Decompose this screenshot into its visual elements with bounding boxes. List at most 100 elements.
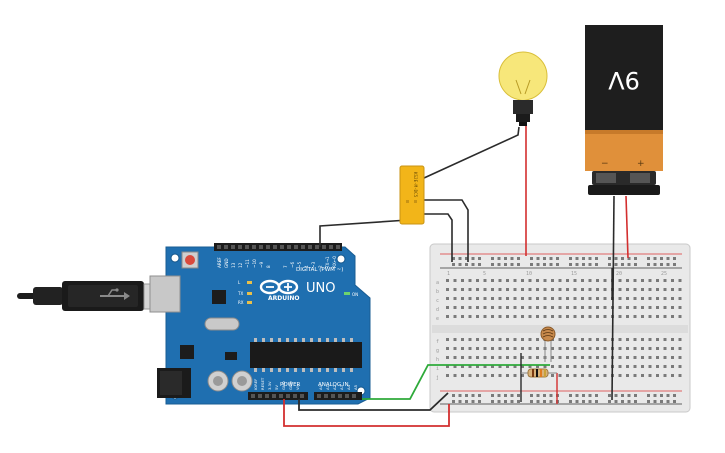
- breadboard-hole[interactable]: [453, 315, 457, 318]
- breadboard-hole[interactable]: [476, 279, 479, 282]
- breadboard-hole[interactable]: [446, 279, 449, 282]
- breadboard-hole[interactable]: [566, 374, 569, 377]
- breadboard-hole[interactable]: [556, 263, 559, 266]
- breadboard-hole[interactable]: [536, 279, 539, 282]
- breadboard-hole[interactable]: [626, 347, 629, 350]
- breadboard-hole[interactable]: [566, 279, 569, 282]
- breadboard-hole[interactable]: [453, 356, 457, 359]
- breadboard-hole[interactable]: [588, 374, 592, 377]
- breadboard-hole[interactable]: [608, 394, 611, 397]
- breadboard-hole[interactable]: [678, 374, 682, 377]
- breadboard-hole[interactable]: [476, 347, 479, 350]
- breadboard-hole[interactable]: [603, 279, 607, 282]
- breadboard-hole[interactable]: [498, 374, 502, 377]
- breadboard-hole[interactable]: [573, 356, 577, 359]
- breadboard-hole[interactable]: [663, 365, 667, 368]
- breadboard-hole[interactable]: [528, 306, 532, 309]
- breadboard-hole[interactable]: [536, 263, 540, 266]
- light-bulb[interactable]: [498, 51, 548, 126]
- breadboard-hole[interactable]: [626, 288, 629, 291]
- breadboard-hole[interactable]: [536, 315, 539, 318]
- breadboard-hole[interactable]: [558, 315, 562, 318]
- breadboard-hole[interactable]: [513, 279, 517, 282]
- breadboard-hole[interactable]: [536, 288, 539, 291]
- breadboard-hole[interactable]: [506, 374, 509, 377]
- breadboard-hole[interactable]: [468, 374, 472, 377]
- breadboard-hole[interactable]: [663, 347, 667, 350]
- breadboard-hole[interactable]: [581, 338, 584, 341]
- breadboard-hole[interactable]: [498, 279, 502, 282]
- breadboard-hole[interactable]: [461, 288, 464, 291]
- breadboard-hole[interactable]: [453, 288, 457, 291]
- breadboard-hole[interactable]: [618, 306, 622, 309]
- breadboard-hole[interactable]: [671, 365, 674, 368]
- breadboard-hole[interactable]: [446, 315, 449, 318]
- breadboard-hole[interactable]: [471, 263, 475, 266]
- breadboard-hole[interactable]: [478, 257, 481, 260]
- breadboard-hole[interactable]: [573, 288, 577, 291]
- breadboard-hole[interactable]: [510, 394, 514, 397]
- breadboard-hole[interactable]: [536, 365, 539, 368]
- breadboard-hole[interactable]: [517, 263, 520, 266]
- breadboard-hole[interactable]: [588, 347, 592, 350]
- breadboard-hole[interactable]: [517, 400, 520, 403]
- breadboard-hole[interactable]: [528, 338, 532, 341]
- breadboard-hole[interactable]: [513, 347, 517, 350]
- breadboard-hole[interactable]: [621, 400, 624, 403]
- breadboard-hole[interactable]: [588, 394, 592, 397]
- wire-5v[interactable]: [283, 399, 450, 427]
- breadboard-hole[interactable]: [513, 365, 517, 368]
- breadboard-hole[interactable]: [582, 394, 585, 397]
- breadboard-hole[interactable]: [491, 338, 494, 341]
- breadboard-hole[interactable]: [491, 306, 494, 309]
- breadboard-hole[interactable]: [543, 263, 546, 266]
- breadboard-hole[interactable]: [671, 315, 674, 318]
- breadboard-hole[interactable]: [530, 263, 533, 266]
- breadboard-hole[interactable]: [596, 374, 599, 377]
- breadboard-hole[interactable]: [549, 400, 553, 403]
- breadboard-hole[interactable]: [461, 365, 464, 368]
- breadboard-hole[interactable]: [483, 347, 487, 350]
- breadboard-hole[interactable]: [528, 365, 532, 368]
- breadboard-hole[interactable]: [504, 400, 507, 403]
- breadboard-hole[interactable]: [671, 288, 674, 291]
- breadboard-hole[interactable]: [671, 279, 674, 282]
- breadboard-hole[interactable]: [513, 288, 517, 291]
- breadboard-hole[interactable]: [471, 394, 475, 397]
- breadboard-hole[interactable]: [648, 374, 652, 377]
- breadboard-hole[interactable]: [468, 279, 472, 282]
- breadboard-hole[interactable]: [634, 257, 637, 260]
- breadboard-hole[interactable]: [453, 338, 457, 341]
- breadboard-hole[interactable]: [536, 400, 540, 403]
- breadboard-hole[interactable]: [551, 365, 554, 368]
- breadboard-hole[interactable]: [569, 394, 572, 397]
- breadboard-hole[interactable]: [641, 374, 644, 377]
- breadboard-hole[interactable]: [476, 306, 479, 309]
- breadboard-hole[interactable]: [653, 400, 657, 403]
- breadboard-hole[interactable]: [530, 394, 533, 397]
- breadboard-hole[interactable]: [621, 394, 624, 397]
- breadboard-hole[interactable]: [588, 279, 592, 282]
- breadboard-hole[interactable]: [666, 400, 670, 403]
- breadboard-hole[interactable]: [648, 315, 652, 318]
- breadboard-hole[interactable]: [551, 356, 554, 359]
- breadboard-hole[interactable]: [641, 356, 644, 359]
- breadboard-hole[interactable]: [581, 279, 584, 282]
- breadboard-hole[interactable]: [461, 306, 464, 309]
- breadboard-hole[interactable]: [603, 306, 607, 309]
- breadboard-hole[interactable]: [618, 347, 622, 350]
- breadboard-hole[interactable]: [581, 288, 584, 291]
- breadboard-hole[interactable]: [521, 315, 524, 318]
- breadboard-hole[interactable]: [461, 347, 464, 350]
- breadboard-hole[interactable]: [566, 306, 569, 309]
- breadboard-hole[interactable]: [452, 263, 455, 266]
- breadboard-hole[interactable]: [634, 400, 637, 403]
- breadboard-hole[interactable]: [521, 306, 524, 309]
- breadboard-hole[interactable]: [621, 263, 624, 266]
- breadboard-hole[interactable]: [506, 288, 509, 291]
- breadboard-hole[interactable]: [603, 315, 607, 318]
- breadboard-hole[interactable]: [498, 288, 502, 291]
- breadboard-hole[interactable]: [641, 315, 644, 318]
- breadboard-hole[interactable]: [581, 347, 584, 350]
- breadboard-hole[interactable]: [596, 365, 599, 368]
